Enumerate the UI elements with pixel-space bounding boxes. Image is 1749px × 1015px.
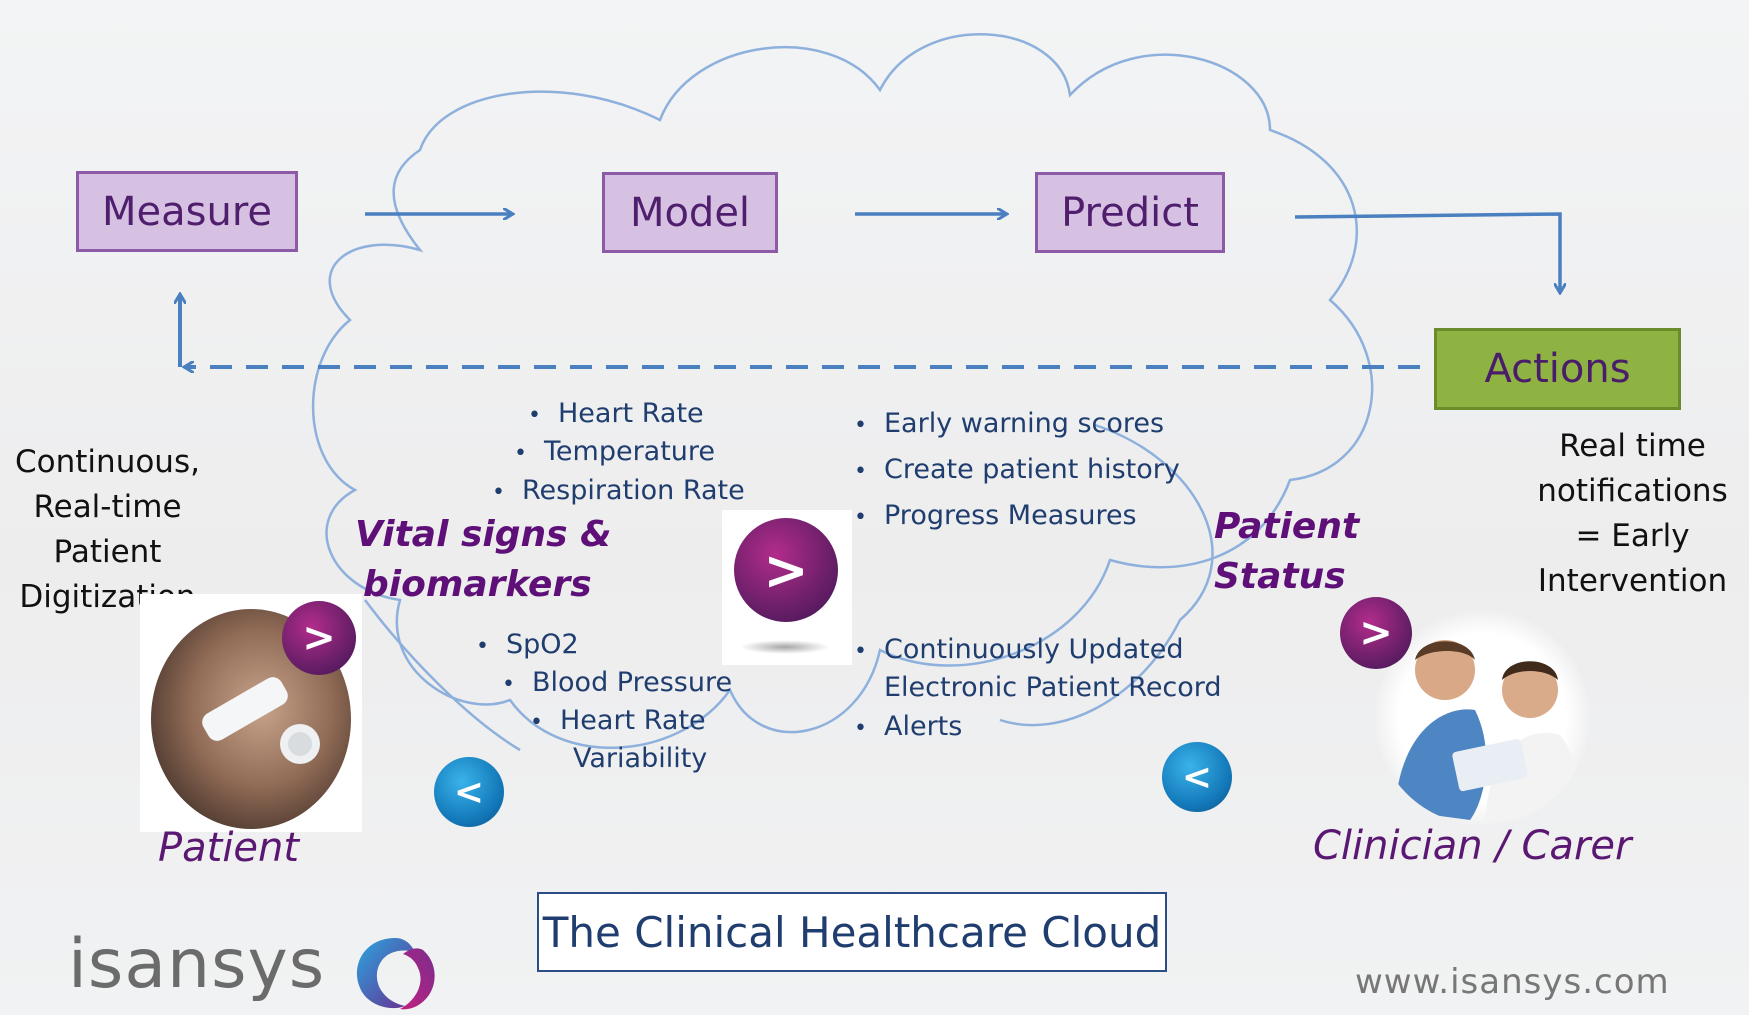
chevron-left-icon: <: [453, 771, 485, 813]
list-item: •Heart Rate: [530, 705, 706, 736]
list-item: •Heart Rate: [528, 398, 704, 429]
patient-status-label: Patient Status: [1214, 506, 1360, 597]
right-text-line: = Early: [1575, 518, 1690, 554]
bullet-dot-icon: •: [492, 480, 505, 505]
left-text-line: Patient: [53, 534, 162, 570]
bullet-dot-icon: •: [854, 459, 867, 484]
list-item: •Alerts: [854, 711, 963, 742]
list-item: •Blood Pressure: [502, 667, 733, 698]
model-label: Model: [629, 189, 751, 236]
bullet-dot-icon: •: [854, 716, 867, 741]
clinician-photo: [1375, 610, 1590, 825]
predict-label: Predict: [1061, 189, 1199, 236]
patient-label: Patient: [158, 825, 300, 871]
bullet-dot-icon: •: [854, 639, 867, 664]
actions-box: Actions: [1434, 328, 1681, 410]
list-item: •Create patient history: [854, 454, 1180, 485]
cloud-title-box: The Clinical Healthcare Cloud: [537, 892, 1167, 972]
right-text-line: notifications: [1537, 473, 1728, 509]
forward-badge-center: >: [734, 518, 838, 622]
badge-shadow: [740, 640, 830, 654]
chevron-right-icon: >: [763, 538, 809, 602]
arrow-predict-to-actions: [1294, 212, 1560, 292]
measure-label: Measure: [102, 188, 272, 235]
list-item: •Respiration Rate: [492, 475, 745, 506]
bullet-dot-icon: •: [530, 710, 543, 735]
left-cloud-puff: [364, 599, 521, 752]
right-text-line: Real time: [1559, 428, 1706, 464]
bullet-dot-icon: •: [528, 403, 541, 428]
actions-label: Actions: [1484, 346, 1631, 392]
list-item: •SpO2: [476, 629, 579, 660]
forward-badge-clinician: >: [1340, 597, 1412, 669]
list-item: Variability: [573, 743, 708, 774]
vital-signs-label: Vital signs & biomarkers: [355, 514, 612, 605]
main-cloud-shape: [311, 33, 1374, 749]
bullet-dot-icon: •: [502, 672, 515, 697]
bullet-dot-icon: •: [854, 505, 867, 530]
left-description: Continuous, Real-time Patient Digitizati…: [0, 440, 215, 620]
bullet-dot-icon: •: [854, 413, 867, 438]
right-cloud-puff: [999, 423, 1214, 727]
list-item: •Early warning scores: [854, 408, 1165, 439]
back-badge-clinician: <: [1162, 742, 1232, 812]
forward-badge-patient: >: [282, 601, 356, 675]
clinician-label: Clinician / Carer: [1313, 823, 1632, 869]
chevron-left-icon: <: [1181, 756, 1213, 798]
left-text-line: Continuous,: [15, 444, 200, 480]
isansys-logo-icon: [356, 938, 435, 1010]
list-item: •Temperature: [514, 436, 716, 467]
list-item: •Progress Measures: [854, 500, 1137, 531]
measure-box: Measure: [76, 171, 298, 252]
chevron-right-icon: >: [1359, 610, 1393, 656]
website-url: www.isansys.com: [1355, 962, 1670, 1002]
bullet-dot-icon: •: [476, 634, 489, 659]
back-badge-patient: <: [434, 757, 504, 827]
isansys-logo-text: isansys: [68, 925, 326, 1004]
list-item: Electronic Patient Record: [884, 672, 1222, 703]
right-description: Real time notifications = Early Interven…: [1525, 424, 1740, 604]
bullet-dot-icon: •: [514, 441, 527, 466]
list-item: •Continuously Updated: [854, 634, 1184, 665]
right-text-line: Intervention: [1537, 563, 1728, 599]
chevron-right-icon: >: [302, 615, 336, 661]
predict-box: Predict: [1035, 172, 1225, 253]
cloud-title: The Clinical Healthcare Cloud: [542, 907, 1162, 957]
model-box: Model: [602, 172, 778, 253]
left-text-line: Real-time: [33, 489, 182, 525]
